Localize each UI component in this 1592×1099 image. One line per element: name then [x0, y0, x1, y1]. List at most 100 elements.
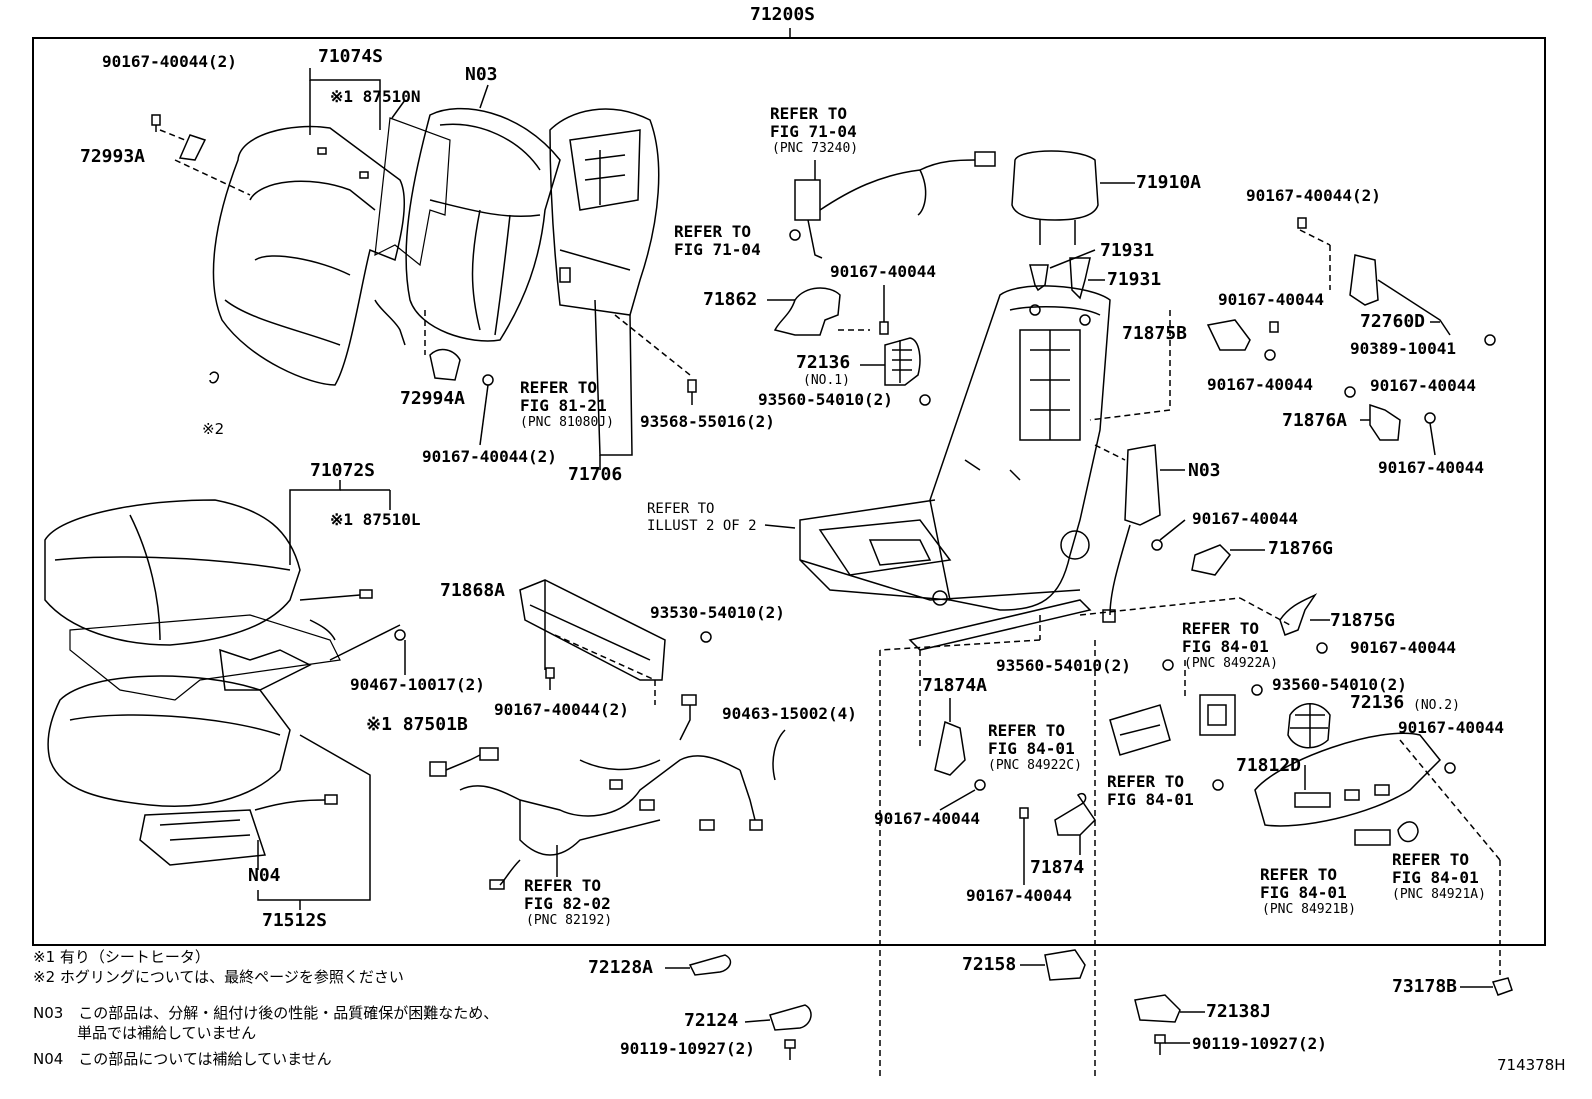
bolt-icon [1251, 684, 1263, 696]
label-87510N: ※1 87510N [330, 87, 421, 106]
label-72994A: 72994A [400, 388, 466, 409]
label-72136: 72136 [796, 352, 851, 373]
bracket-72760D [1299, 229, 1451, 336]
heater-mat-87510L [69, 589, 373, 701]
cap-72124 [769, 1004, 812, 1031]
refer-81-21-line1: REFER TO [520, 378, 598, 397]
label-72158: 72158 [962, 954, 1017, 975]
refer-81-21-line3: (PNC 81080J) [520, 415, 614, 430]
refer-71-04-a-line1: REFER TO [770, 104, 848, 123]
seatback-cover-71074S [212, 125, 406, 386]
switch-84922A [1199, 694, 1236, 736]
label-N04: N04 [248, 865, 281, 886]
cover-72158 [1044, 949, 1086, 981]
refer-82-02-line2: FIG 82-02 [524, 894, 611, 913]
bolt-icon [1019, 807, 1029, 819]
bracket-71875B [1206, 319, 1251, 351]
screw-icon [1154, 1034, 1166, 1055]
clip-72993A [178, 134, 207, 161]
label-71200S: 71200S [750, 4, 816, 25]
refer-84-01-b-line1: REFER TO [988, 721, 1066, 740]
label-90167-2b: 90167-40044(2) [422, 447, 557, 466]
leader-71072S [289, 480, 341, 565]
label-90119-a: 90119-10927(2) [620, 1039, 755, 1058]
switch-84921B [1354, 829, 1391, 846]
label-N03-mid: N03 [1188, 460, 1221, 481]
label-90467: 90467-10017(2) [350, 675, 485, 694]
label-71876G: 71876G [1268, 538, 1334, 559]
bracket-71876G [1191, 544, 1231, 576]
bolt-icon [1151, 539, 1163, 551]
hog-ring [209, 371, 220, 384]
seat-cushion-cover-71072S [44, 499, 301, 646]
bolt-icon [1444, 762, 1456, 774]
side-airbag-N03 [1102, 444, 1161, 623]
label-90463: 90463-15002(4) [722, 704, 857, 723]
bolt-icon [1264, 349, 1276, 361]
bracket-71876A [1369, 403, 1401, 441]
leader-71706 [594, 299, 633, 456]
label-72124: 72124 [684, 1010, 739, 1031]
side-cover-71868A [519, 579, 666, 681]
label-72993A: 72993A [80, 146, 146, 167]
bolt-icon [482, 374, 494, 386]
refer-84-01-c-line1: REFER TO [1107, 772, 1185, 791]
label-71910A: 71910A [1136, 172, 1202, 193]
label-90167-r6: 90167-40044 [1192, 509, 1298, 528]
bracket-71874 [1054, 793, 1096, 836]
label-N03-top: N03 [465, 64, 498, 85]
refer-82-02-line1: REFER TO [524, 876, 602, 895]
label-71706: 71706 [568, 464, 623, 485]
seatback-pad-N03 [405, 107, 561, 342]
refer-illust-line1: REFER TO [647, 501, 715, 517]
label-71931-b: 71931 [1107, 269, 1162, 290]
refer-71-04-b-line2: FIG 71-04 [674, 240, 761, 259]
label-71862: 71862 [703, 289, 758, 310]
clip-icon [559, 267, 571, 283]
bolt-icon [545, 667, 555, 690]
leader-71512S [257, 734, 371, 901]
label-72128A: 72128A [588, 957, 654, 978]
bolt-icon [1297, 217, 1307, 229]
note-n03-line1: N03 この部品は、分解・組付け後の性能・品質確保が困難なため、 [33, 1004, 499, 1022]
seat-frame-assembly [799, 285, 1111, 651]
heater-mat-87510N [374, 117, 451, 267]
label-72136-b: 72136 [1350, 692, 1405, 713]
refer-84-01-e-line1: REFER TO [1392, 850, 1470, 869]
label-71875B: 71875B [1122, 323, 1188, 344]
screw-icon [784, 1039, 796, 1060]
label-93530: 93530-54010(2) [650, 603, 785, 622]
label-93560-a: 93560-54010(2) [758, 390, 893, 409]
bolt-icon [919, 394, 931, 406]
nut-icon [1424, 412, 1436, 424]
note-n04: N04 この部品については補給していません [33, 1050, 332, 1068]
label-71072S: 71072S [310, 460, 376, 481]
label-90167-r5: 90167-40044 [1378, 458, 1484, 477]
label-71876A: 71876A [1282, 410, 1348, 431]
label-72760D: 72760D [1360, 311, 1426, 332]
label-71874A: 71874A [922, 675, 988, 696]
knob-72136-no1 [884, 337, 921, 386]
refer-84-01-d-line1: REFER TO [1260, 865, 1338, 884]
heater-element-N04 [139, 794, 338, 866]
bolt-icon [1316, 642, 1328, 654]
bracket-71875G [1279, 593, 1318, 636]
bracket-71862 [773, 287, 841, 336]
refer-84-01-e-line2: FIG 84-01 [1392, 868, 1479, 887]
bolt-icon [1162, 659, 1174, 671]
assembly-frame [32, 37, 1546, 946]
label-72136-no2: (NO.2) [1413, 698, 1460, 713]
pad-N04 [47, 675, 291, 807]
note-1: ※1 有り（シートヒータ） [33, 948, 210, 966]
headrest-guide-71931 [1069, 257, 1091, 300]
label-71931-a: 71931 [1100, 240, 1155, 261]
label-72136-no1: (NO.1) [803, 373, 850, 388]
label-71875G: 71875G [1330, 610, 1396, 631]
refer-71-04-a-line3: (PNC 73240) [772, 141, 859, 156]
label-note2: ※2 [202, 420, 225, 438]
bolt-icon [974, 779, 986, 791]
label-71512S: 71512S [262, 910, 328, 931]
knob-84921A [1397, 821, 1419, 843]
label-93560-b: 93560-54010(2) [996, 656, 1131, 675]
